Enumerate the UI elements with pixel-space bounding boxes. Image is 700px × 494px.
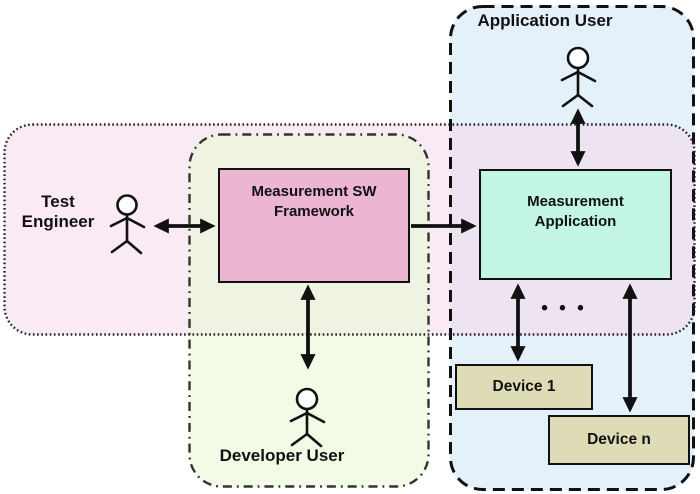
developer-user-label: Developer User: [219, 446, 345, 465]
test-engineer-label: Test Engineer: [10, 192, 106, 231]
ma-label-line2: Application: [534, 213, 617, 231]
msf-label-line2: Framework: [273, 203, 355, 221]
node-measurement-application: Measurement Application: [479, 169, 672, 280]
msf-label-line1: Measurement SW: [251, 183, 377, 200]
node-measurement-sw-framework: Measurement SW Framework: [218, 168, 410, 283]
test-engineer-label-line2: Engineer: [21, 211, 95, 231]
application-user-label: Application User: [477, 11, 613, 30]
ma-label-line1: Measurement: [527, 193, 624, 210]
more-devices-ellipsis: • • •: [541, 298, 587, 319]
node-device-1: Device 1: [455, 364, 593, 410]
test-engineer-label-line1: Test: [41, 192, 75, 211]
node-device-n: Device n: [548, 415, 690, 465]
device-1-label: Device 1: [492, 377, 556, 395]
device-n-label: Device n: [587, 430, 651, 448]
